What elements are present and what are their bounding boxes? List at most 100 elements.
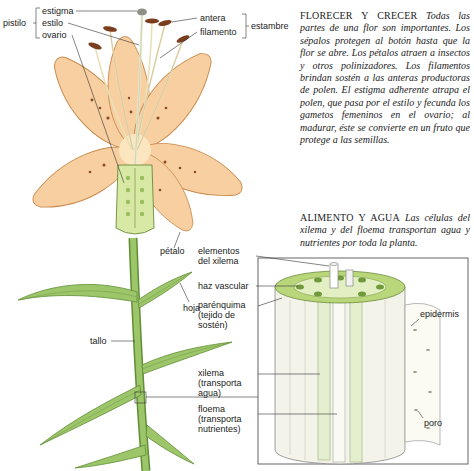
leader-line [76,11,137,12]
part-label: floema (transporta nutrientes) [198,404,256,434]
section-heading: ALIMENTO Y AGUA [300,212,400,223]
ovule [126,188,130,192]
pistil-bracket [33,8,40,38]
xylem-strand [318,300,330,460]
leaf-vein [142,343,230,369]
ovule [140,176,144,180]
bundle [358,278,366,283]
part-label: antera [200,13,226,23]
stoma [413,329,417,331]
stomata [413,329,432,429]
ovule [140,212,144,216]
stamen-bracket [242,14,249,38]
filament [95,47,132,150]
cylinder-top [275,271,405,303]
leaf [146,425,194,464]
leaf-vein [42,390,140,444]
bundle [296,285,304,290]
bundle [314,278,322,283]
leader-line [160,32,197,58]
ovule [140,200,144,204]
vascular-bundles [296,276,384,297]
leaf-vein [20,291,137,300]
strand [290,300,291,455]
part-label: tallo [90,336,107,346]
leader-line [72,35,124,183]
stigma [137,9,147,16]
stoma [426,349,430,351]
part-label: filamento [200,27,237,37]
strand [385,300,386,458]
stem-cylinder [275,287,405,464]
leader-line [180,283,189,302]
leader-line [68,23,139,45]
part-label: xilema (transporta agua) [198,368,256,398]
filament [110,30,133,150]
leaf [138,272,192,308]
stoma [414,409,418,411]
section-marker [135,392,146,403]
leaf [40,385,141,445]
spot [165,107,168,110]
ovary-septum [135,168,136,228]
part-label: haz vascular [198,281,254,291]
section-heading: FLORECER Y CRECER [300,10,417,21]
spot [128,97,130,99]
filament-edge [110,30,133,150]
spot [164,161,167,164]
leader-line [256,256,329,266]
text-block: ALIMENTO Y AGUA Las células del xilema y… [300,212,470,249]
xylem-tube [330,264,338,288]
part-label: hoja [183,303,200,313]
stoma [413,371,417,373]
filament [137,40,183,150]
leader-line [174,232,180,248]
inset-frame [258,258,468,464]
leader-line [418,411,423,418]
stem [133,238,146,471]
part-label: epidermis [420,309,459,319]
group-label: estambre [251,21,289,31]
ovary [116,165,154,234]
bundle [358,292,366,297]
anthers [88,18,191,50]
part-label: parénquima (tejido de sostén) [198,300,256,330]
stem [133,238,146,471]
text-block: FLORECER Y CRECER Todas las partes de un… [300,10,470,146]
ovule [126,176,130,180]
leader-line [258,298,282,306]
part-label: elementos del xilema [198,246,254,266]
leader-line [258,374,320,375]
part-label: pétalo [160,246,185,256]
spot [194,171,196,173]
leaf-vein [139,273,190,304]
ovule [140,188,144,192]
anther [145,18,159,23]
spot [91,99,94,102]
inset-leader-lines [256,256,423,418]
bundle [314,292,322,297]
phloem-strand [333,300,345,462]
spot [157,117,160,120]
ovule [126,212,130,216]
pith [294,276,386,298]
leader-line [258,414,337,415]
filament-edges [110,24,183,150]
anther [103,25,118,33]
group-label: pistilo [3,18,26,28]
anther [158,19,173,28]
spot [99,107,102,110]
part-label: estilo [42,18,63,28]
filament-edge [137,40,183,150]
petal-spots [89,97,197,192]
style-edge [135,16,142,165]
part-label: ovario [42,30,67,40]
stoma [428,391,432,393]
body-text: Todas las partes de una flor son importa… [300,10,470,145]
leader-line [111,341,135,342]
part-label: estigma [42,6,74,16]
anther [176,34,191,45]
part-label: poro [424,418,442,428]
spot [130,111,133,114]
